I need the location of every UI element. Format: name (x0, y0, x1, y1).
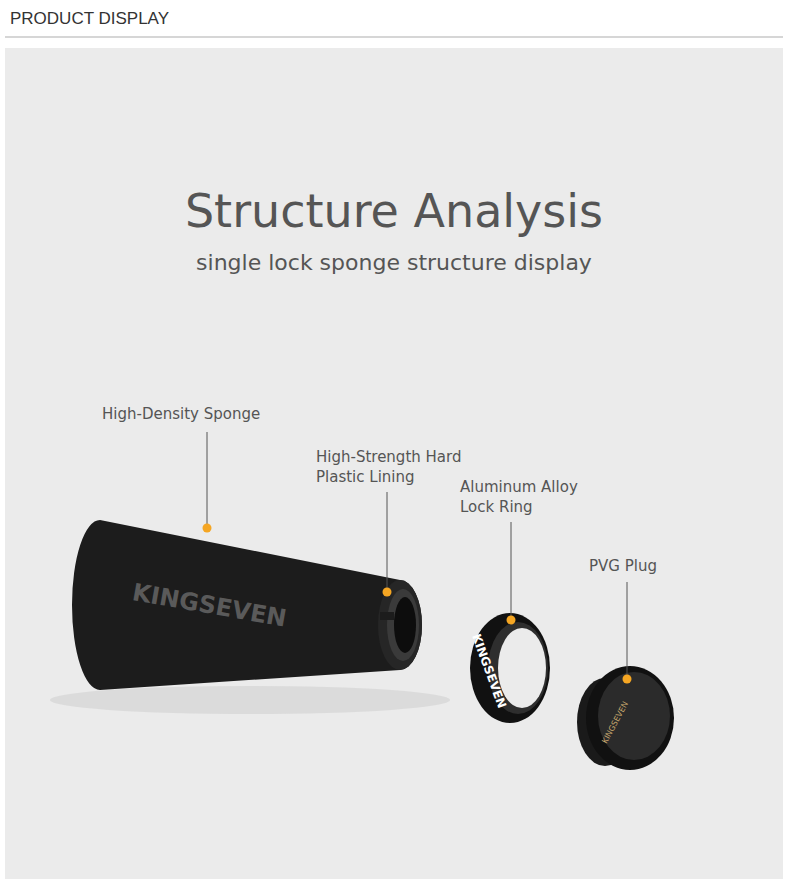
part-label: PVG Plug (589, 556, 657, 576)
sponge-grip (72, 520, 422, 690)
shadow (50, 686, 450, 714)
panel (5, 48, 783, 879)
callout-dot (383, 588, 392, 597)
header-rule (5, 36, 783, 38)
lock-ring (470, 613, 550, 723)
part-label: Aluminum Alloy Lock Ring (460, 477, 610, 517)
leader-line (387, 492, 388, 588)
page-title: Structure Analysis (5, 182, 783, 240)
section-header: PRODUCT DISPLAY (10, 9, 169, 29)
lining-slot (380, 612, 394, 620)
plug-cap (586, 666, 674, 770)
plug-face (598, 672, 670, 760)
callout-dot (203, 524, 212, 533)
callout-dot (623, 675, 632, 684)
lining-bore (394, 597, 416, 653)
part-label: High-Density Sponge (102, 404, 260, 424)
subtitle: single lock sponge structure display (5, 250, 783, 275)
leader-line (511, 522, 512, 616)
leader-line (627, 582, 628, 675)
callout-dot (507, 616, 516, 625)
plastic-lining (387, 589, 419, 661)
grip-end (378, 580, 422, 670)
leader-line (207, 432, 208, 524)
